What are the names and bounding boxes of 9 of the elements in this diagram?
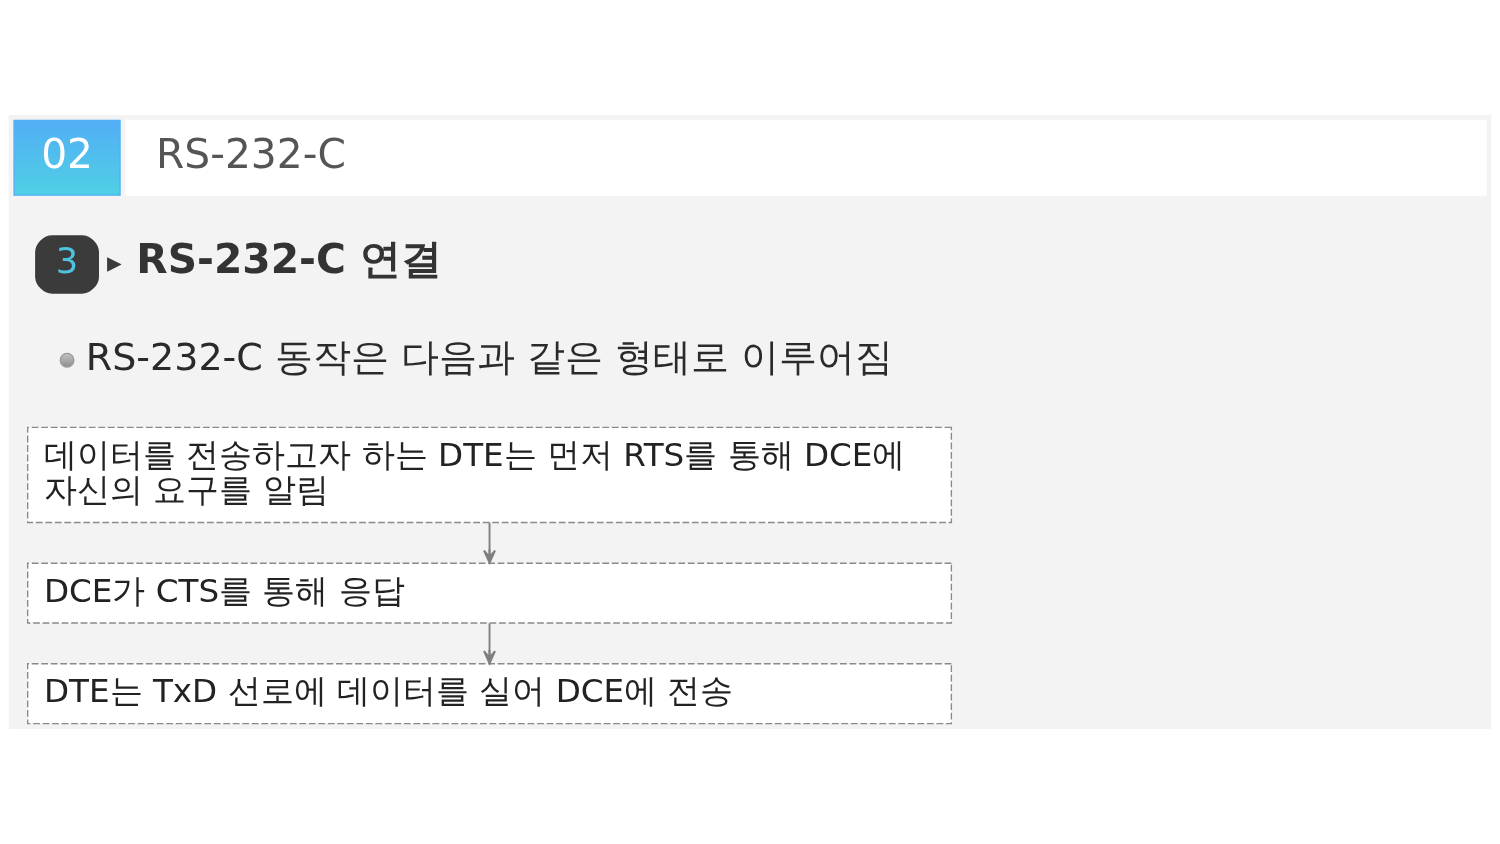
node-box: DTE는 TxD 선로에 데이터를 실어 DCE에 전송 (27, 663, 953, 725)
node-box: 3 (35, 235, 99, 294)
arrow (483, 622, 496, 665)
label: RS-232-C 연결 (136, 235, 443, 284)
node-box: DCE가 CTS를 통해 응답 (27, 562, 953, 624)
node-box: 데이터를 전송하고자 하는 DTE는 먼저 RTS를 통해 DCE에 자신의 요구를 알림 (27, 426, 953, 524)
arrow (483, 521, 496, 564)
node-box: 02 (13, 119, 121, 196)
label: RS-232-C 동작은 다음과 같은 형태로 이루어짐 (85, 334, 894, 379)
